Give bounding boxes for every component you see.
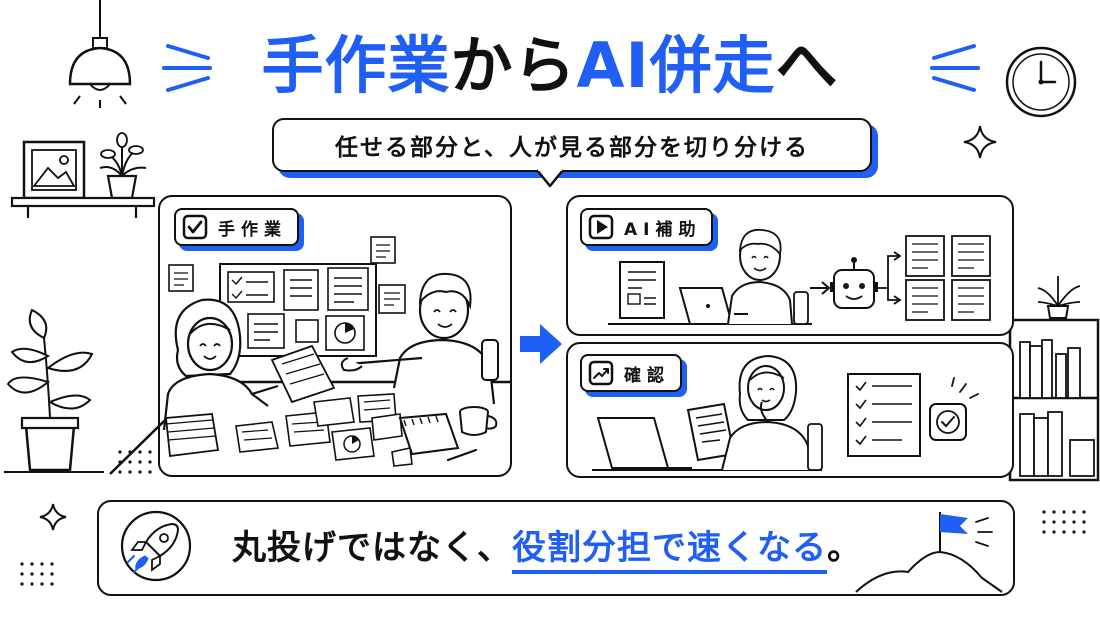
arrow-right-icon xyxy=(520,324,562,364)
title-part-to: へ xyxy=(775,29,839,102)
ai-assist-label: AI補助 xyxy=(580,208,714,246)
clock-icon xyxy=(1005,46,1077,118)
title-part-manual: 手作業 xyxy=(261,29,451,102)
note-icon xyxy=(378,284,406,314)
bookshelf-icon xyxy=(1008,276,1100,482)
picture-frame-shelf-icon xyxy=(10,132,156,218)
tagline-prefix: 丸投げではなく、 xyxy=(232,528,512,568)
subtitle-text: 任せる部分と、人が見る部分を切り分ける xyxy=(334,135,810,161)
sparkle-icon xyxy=(39,503,67,531)
tagline-highlight: 役割分担で速くなる xyxy=(512,528,827,574)
ai-assist-label-text: AI補助 xyxy=(624,219,702,240)
bubble-tail xyxy=(536,168,564,188)
review-label: 確認 xyxy=(580,354,682,392)
dot-pattern xyxy=(20,562,54,586)
play-icon xyxy=(588,214,614,240)
subtitle-bubble: 任せる部分と、人が見る部分を切り分ける xyxy=(272,118,872,172)
right-emphasis-lines xyxy=(930,44,980,92)
man-worker-illustration xyxy=(340,272,499,405)
dot-pattern xyxy=(1042,510,1086,534)
left-emphasis-lines xyxy=(162,44,212,92)
tagline: 丸投げではなく、役割分担で速くなる。 xyxy=(232,522,862,574)
goal-flag-icon xyxy=(855,512,1003,593)
dot-pattern xyxy=(118,450,152,474)
task-board-illustration xyxy=(219,263,377,357)
manual-work-label-text: 手作業 xyxy=(218,219,287,240)
trend-chart-icon xyxy=(588,360,614,386)
note-icon xyxy=(370,236,396,264)
ai-assist-illustration xyxy=(608,228,991,325)
sparkle-icon xyxy=(963,125,997,159)
potted-plant-icon xyxy=(4,308,104,473)
title-part-from: から xyxy=(450,29,577,102)
main-title: 手作業からAI併走へ xyxy=(0,26,1100,106)
pendant-lamp-icon xyxy=(68,0,132,108)
review-illustration xyxy=(592,354,979,471)
note-icon xyxy=(168,264,194,292)
title-part-ai: AI併走 xyxy=(576,29,776,102)
tagline-suffix: 。 xyxy=(827,528,862,568)
review-label-text: 確認 xyxy=(624,365,670,386)
bottom-banner xyxy=(97,500,1015,596)
rocket-icon xyxy=(120,510,192,582)
checkbox-icon xyxy=(182,214,208,240)
manual-work-label: 手作業 xyxy=(174,208,299,246)
desk-papers-illustration xyxy=(165,344,498,467)
